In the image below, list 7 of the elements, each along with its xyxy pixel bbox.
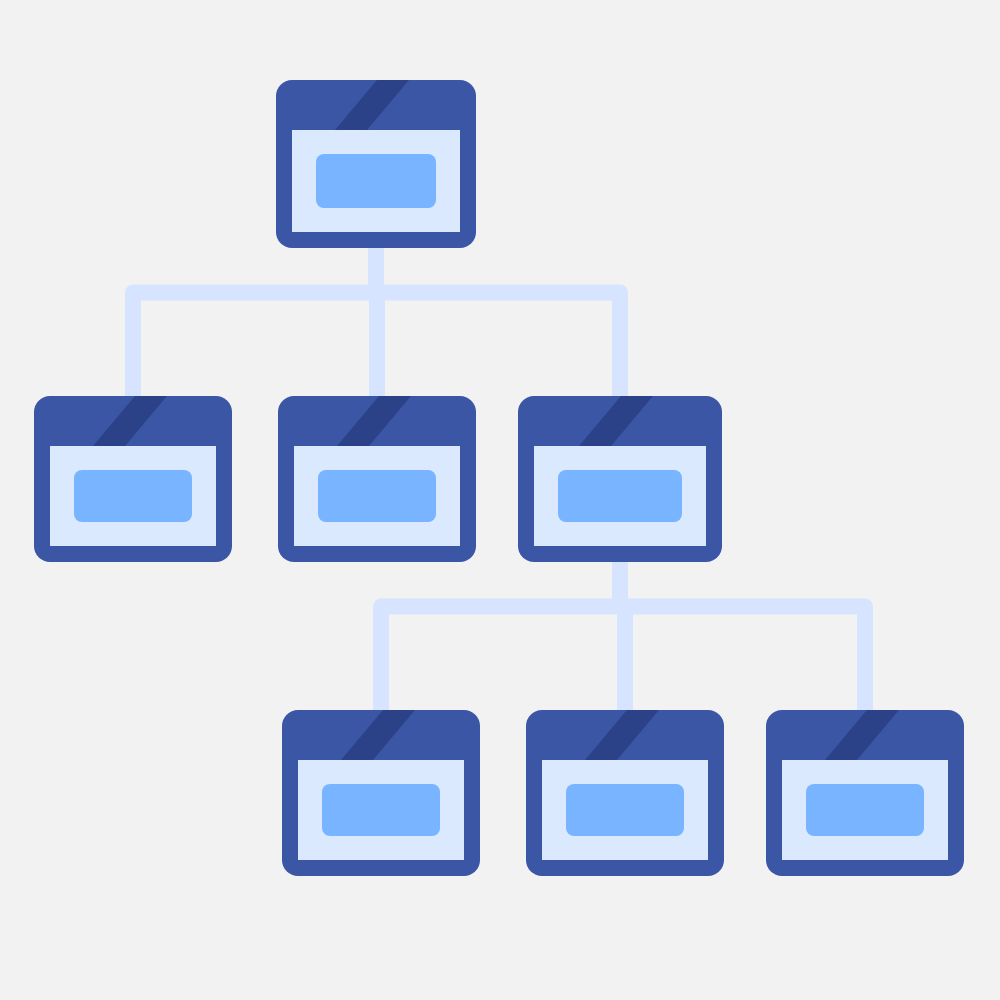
window-box bbox=[34, 396, 232, 562]
window-box bbox=[282, 710, 480, 876]
window-box bbox=[276, 80, 476, 248]
window-box bbox=[518, 396, 722, 562]
window-box bbox=[766, 710, 964, 876]
window-box bbox=[278, 396, 476, 562]
window-box bbox=[526, 710, 724, 876]
